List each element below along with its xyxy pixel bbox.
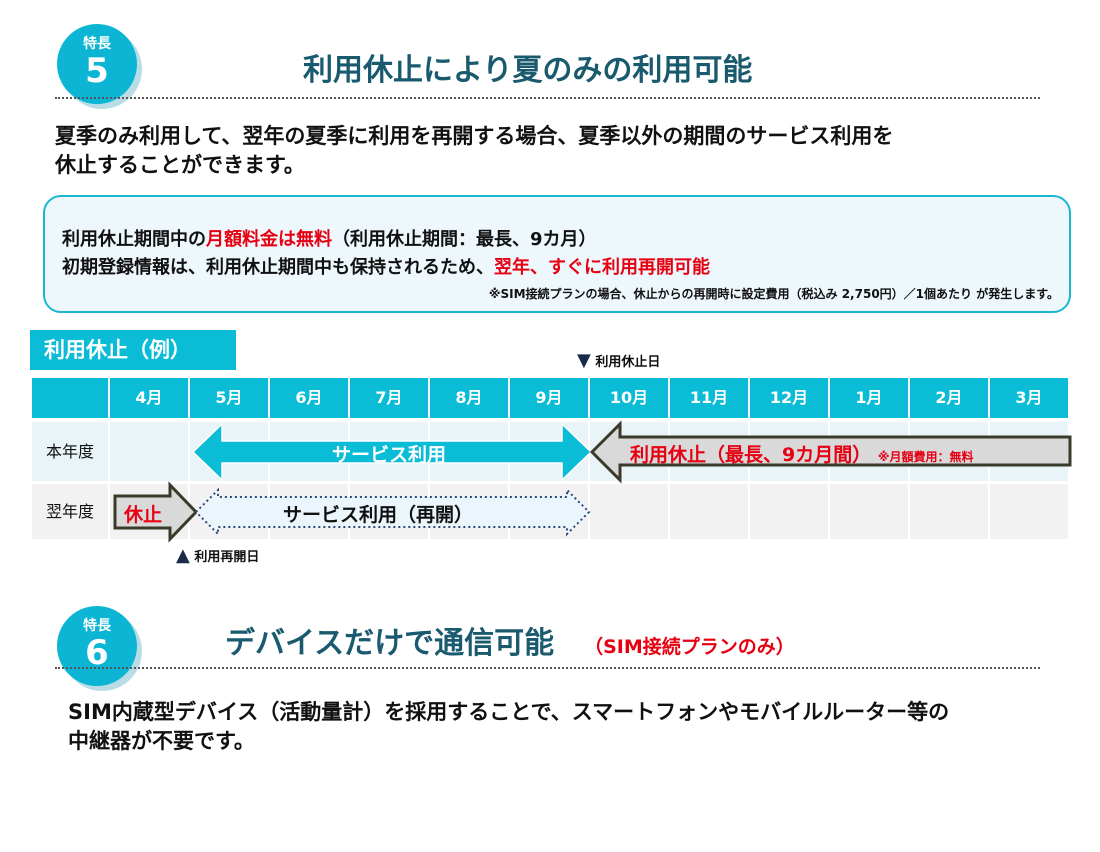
timeline-cell [750, 484, 830, 539]
month-header: 3月 [990, 378, 1070, 418]
suspend-date-marker: ▼ 利用休止日 [577, 350, 660, 371]
info-box: 利用休止期間中の月額料金は無料（利用休止期間：最長、9カ月） 初期登録情報は、利… [43, 195, 1071, 313]
timeline-cell [110, 422, 190, 481]
divider [55, 667, 1040, 669]
badge-number: 6 [85, 633, 109, 673]
resume-date-marker: ▲ 利用再開日 [176, 545, 259, 566]
text: （利用休止期間：最長、9カ月） [332, 229, 597, 250]
suspend-arrow [589, 420, 1072, 484]
text: 利用休止期間中の [62, 229, 206, 250]
feature-6-description: SIM内蔵型デバイス（活動量計）を採用することで、スマートフォンやモバイルルータ… [68, 698, 949, 756]
row-label: 翌年度 [32, 484, 110, 539]
month-header: 9月 [510, 378, 590, 418]
month-header: 11月 [670, 378, 750, 418]
month-header: 2月 [910, 378, 990, 418]
timeline-cell [670, 484, 750, 539]
example-label: 利用休止（例） [30, 330, 236, 370]
feature-5-title: 利用休止により夏のみの利用可能 [303, 53, 753, 88]
header-corner [32, 378, 110, 418]
suspend-note: ※月額費用：無料 [877, 450, 974, 464]
service-resume-label: サービス利用（再開） [283, 504, 474, 526]
badge-label: 特長 [83, 618, 111, 634]
month-header: 1月 [830, 378, 910, 418]
service-resume-arrow [194, 487, 591, 537]
text: 初期登録情報は、利用休止期間中も保持されるため、 [62, 257, 494, 278]
info-line-2: 初期登録情報は、利用休止期間中も保持されるため、翌年、すぐに利用再開可能 [62, 253, 710, 279]
month-header: 5月 [190, 378, 270, 418]
month-header: 10月 [590, 378, 670, 418]
suspend-short-arrow [113, 481, 199, 543]
description-line: SIM内蔵型デバイス（活動量計）を採用することで、スマートフォンやモバイルルータ… [68, 700, 950, 724]
month-header: 8月 [430, 378, 510, 418]
marker-label: 利用再開日 [194, 550, 260, 565]
title-text: デバイスだけで通信可能 [225, 626, 555, 661]
timeline-cell [590, 484, 670, 539]
marker-label: 利用休止日 [595, 355, 661, 370]
month-header: 7月 [350, 378, 430, 418]
month-header: 6月 [270, 378, 350, 418]
row-label: 本年度 [32, 422, 110, 481]
info-line-1: 利用休止期間中の月額料金は無料（利用休止期間：最長、9カ月） [62, 225, 597, 251]
suspend-label: 利用休止（最長、9カ月間） ※月額費用：無料 [630, 440, 974, 467]
suspend-text: 利用休止（最長、9カ月間） [630, 444, 872, 466]
subtitle: （SIM接続プランのみ） [584, 636, 795, 658]
highlight: 翌年、すぐに利用再開可能 [494, 257, 710, 278]
timeline-cell [910, 484, 990, 539]
timeline-cell [830, 484, 910, 539]
badge-number: 5 [85, 51, 109, 91]
month-header: 12月 [750, 378, 830, 418]
divider [55, 97, 1040, 99]
feature-5-description: 夏季のみ利用して、翌年の夏季に利用を再開する場合、夏季以外の期間のサービス利用を… [55, 122, 893, 180]
up-triangle-icon: ▲ [176, 545, 190, 566]
suspend-short-label: 休止 [124, 504, 163, 526]
timeline-cell [990, 484, 1070, 539]
service-use-label: サービス利用 [332, 444, 447, 466]
description-line: 中継器が不要です。 [68, 729, 255, 753]
description-line: 休止することができます。 [55, 153, 305, 177]
feature-6-title: デバイスだけで通信可能 （SIM接続プランのみ） [225, 618, 795, 662]
month-header: 4月 [110, 378, 190, 418]
badge-label: 特長 [83, 36, 111, 52]
down-triangle-icon: ▼ [577, 350, 591, 371]
highlight: 月額料金は無料 [206, 229, 332, 250]
description-line: 夏季のみ利用して、翌年の夏季に利用を再開する場合、夏季以外の期間のサービス利用を [55, 124, 894, 148]
info-note: ※SIM接続プランの場合、休止からの再開時に設定費用（税込み 2,750円）／1… [488, 287, 1059, 301]
